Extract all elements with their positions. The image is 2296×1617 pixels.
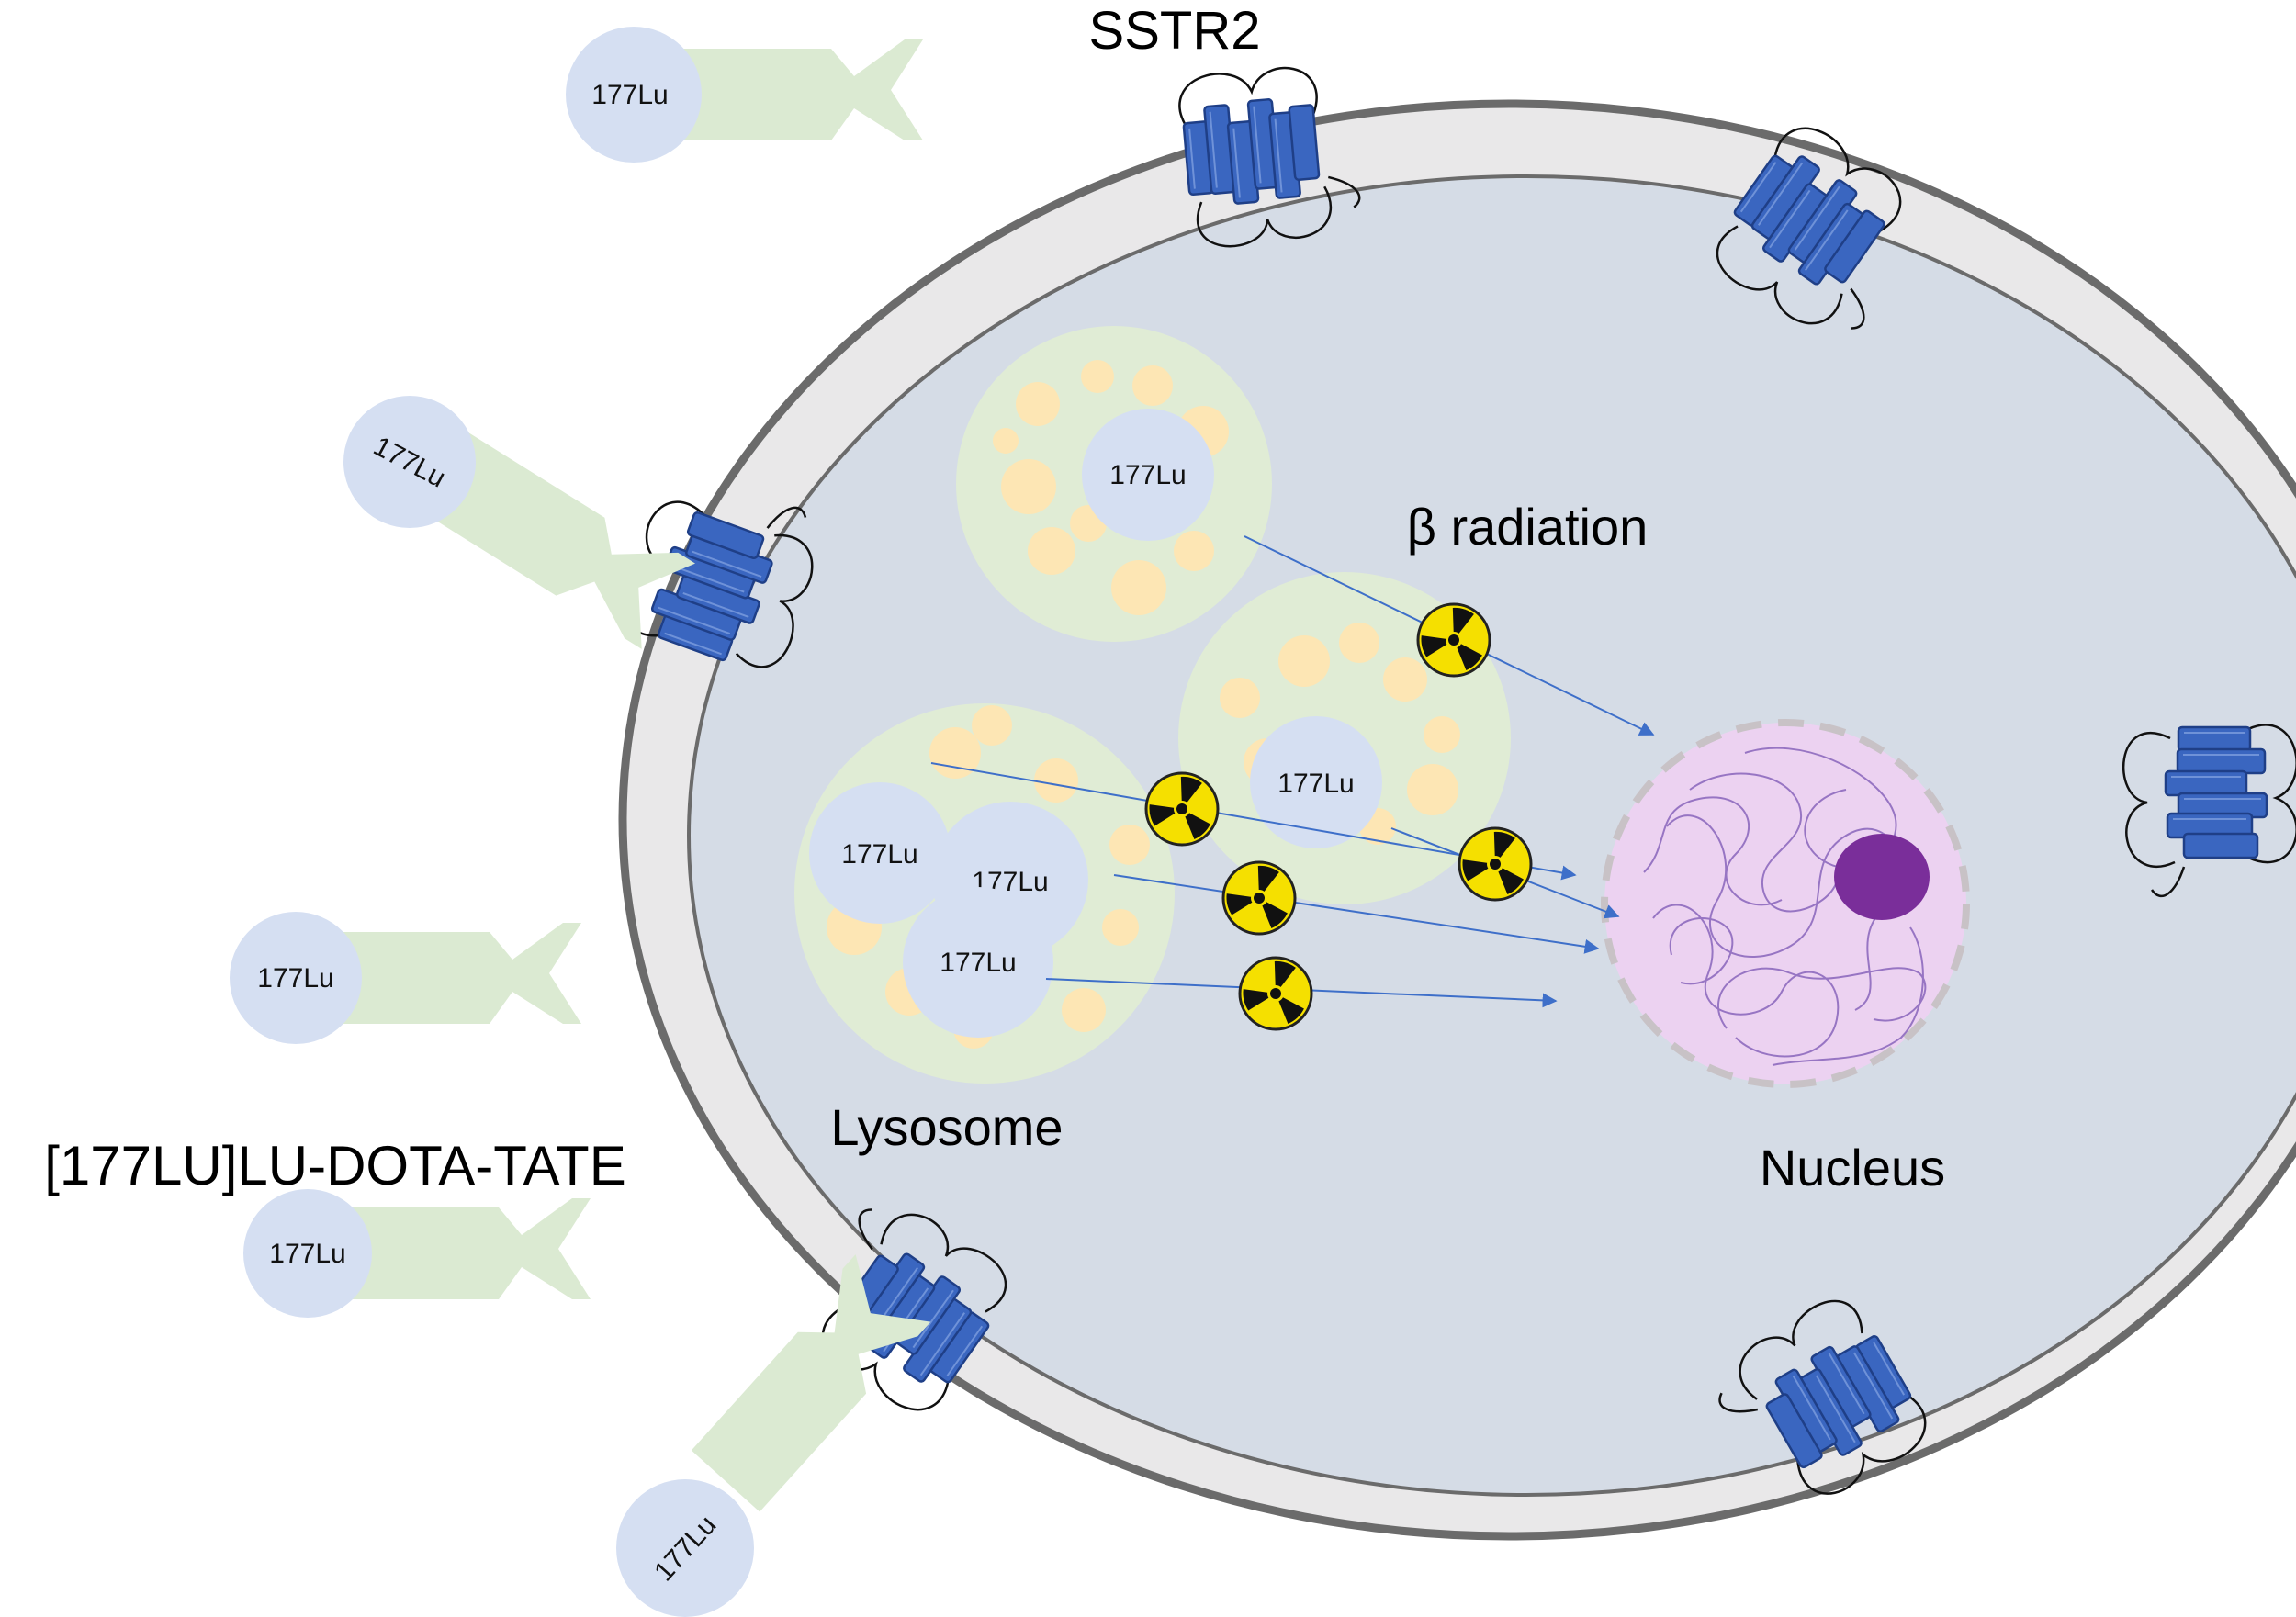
svg-text:177Lu: 177Lu (1277, 769, 1354, 799)
radiation-arrow (1113, 874, 1600, 954)
label-drug: [177LU]LU-DOTA-TATE (44, 1135, 625, 1196)
nucleus (1601, 719, 1970, 1088)
label-sstr2: SSTR2 (1089, 1, 1261, 61)
drug-molecule-1: 177Lu (566, 27, 923, 163)
lysosome-isotope-1: 177Lu (1082, 409, 1214, 541)
svg-text:177Lu: 177Lu (1109, 460, 1186, 490)
label-beta-radiation: β radiation (1407, 498, 1649, 556)
svg-text:177Lu: 177Lu (591, 80, 668, 110)
lysosome-isotope-2: 177Lu (1250, 716, 1382, 848)
svg-text:177Lu: 177Lu (269, 1239, 345, 1269)
label-lysosome: Lysosome (830, 1098, 1063, 1156)
svg-text:177Lu: 177Lu (841, 839, 917, 870)
svg-text:177Lu: 177Lu (257, 963, 333, 994)
nucleolus (1834, 834, 1930, 920)
drug-molecule-3: 177Lu (230, 912, 581, 1044)
drug-molecule-5-bound: 177Lu (616, 1254, 931, 1617)
label-nucleus: Nucleus (1760, 1139, 1945, 1196)
drug-molecule-4: 177Lu (243, 1189, 591, 1318)
lysosome-isotope-5: 177Lu (903, 887, 1053, 1038)
drug-molecule-2-bound: 177Lu (343, 396, 696, 649)
lysosome-isotope-3: 177Lu (809, 782, 951, 924)
svg-text:177Lu: 177Lu (940, 948, 1016, 978)
